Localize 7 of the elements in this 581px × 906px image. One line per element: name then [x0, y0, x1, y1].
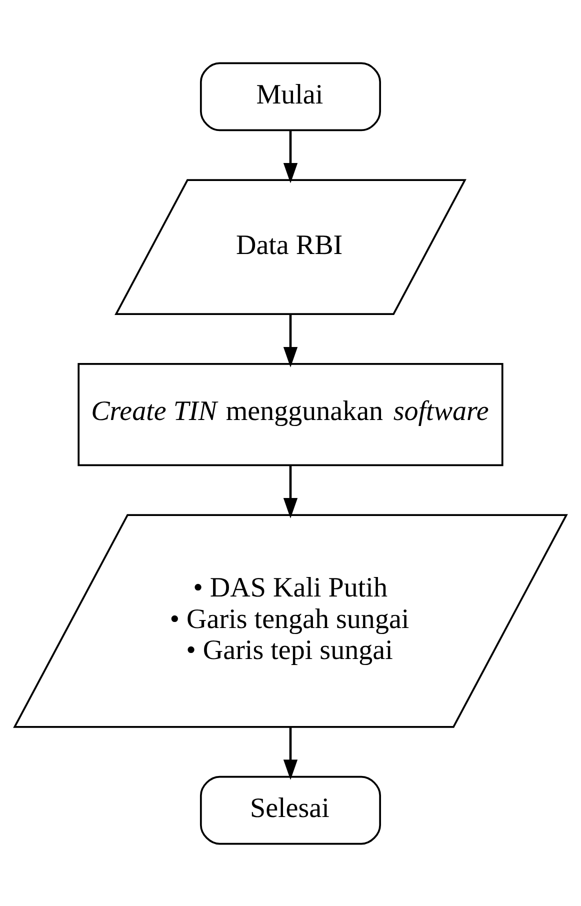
node-box: Selesai — [200, 775, 381, 844]
arrow — [283, 726, 298, 780]
node-box: Create TIN menggunakan software — [78, 362, 504, 466]
node-box: Mulai — [200, 62, 381, 131]
arrow — [283, 314, 298, 367]
arrow — [283, 130, 298, 183]
arrow — [283, 464, 298, 518]
